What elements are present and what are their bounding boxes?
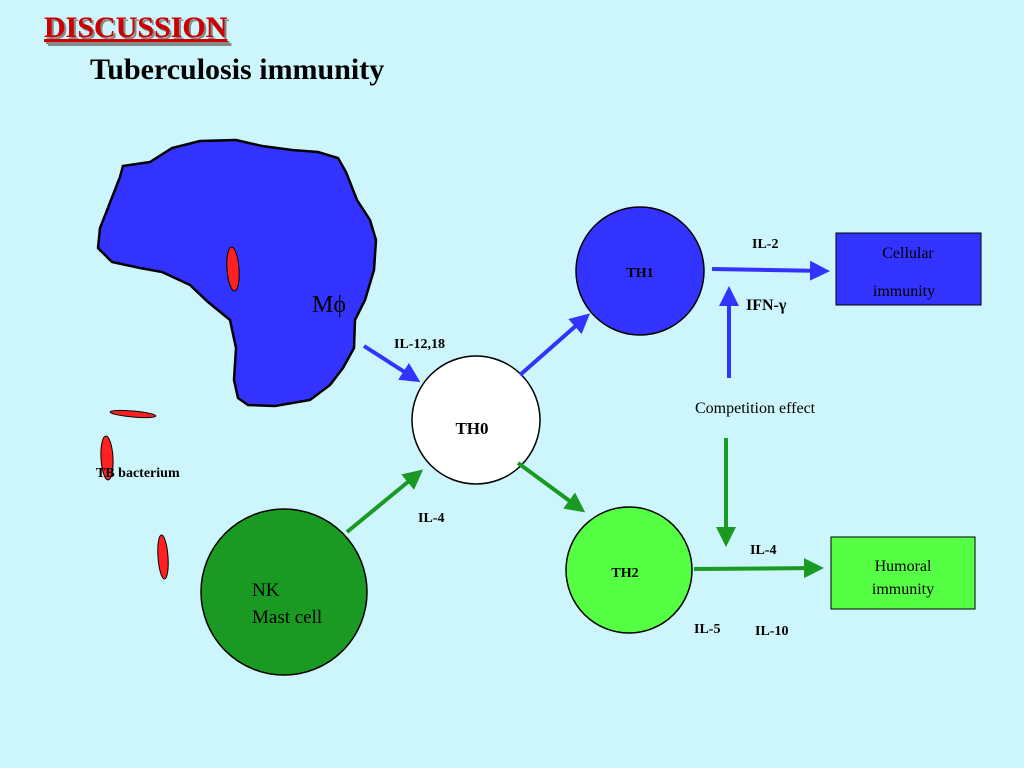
arrow-macrophage-to-th0 — [362, 344, 421, 383]
humoral-immunity-line1: Humoral — [875, 558, 932, 575]
th1-cell — [575, 206, 705, 336]
cellular-immunity-box — [835, 232, 982, 306]
cytokine-ifn-gamma: IFN-γ — [746, 297, 787, 314]
humoral-immunity-box — [830, 536, 976, 610]
tb-bacterium-1 — [226, 246, 240, 292]
section-title: DISCUSSION — [44, 11, 228, 44]
cytokine-il5: IL-5 — [694, 622, 720, 637]
cellular-immunity-line2: immunity — [873, 283, 935, 300]
th1-label: TH1 — [626, 266, 653, 281]
th2-label: TH2 — [611, 566, 638, 581]
arrow-th0-to-th2 — [516, 461, 586, 513]
arrow-th2-to-humoral — [693, 558, 824, 579]
arrow-th1-to-cellular — [711, 260, 830, 281]
arrow-th0-to-th1 — [518, 313, 591, 377]
tb-bacterium-2 — [109, 409, 157, 419]
th2-cell — [565, 506, 693, 634]
mast-cell-label: Mast cell — [252, 607, 322, 628]
cytokine-il2: IL-2 — [752, 237, 778, 252]
slide-title: Tuberculosis immunity — [90, 53, 384, 86]
cytokine-il4-th2: IL-4 — [750, 543, 776, 558]
cytokine-il12-18: IL-12,18 — [394, 337, 445, 352]
tb-bacterium-4 — [157, 534, 169, 580]
cellular-immunity-line1: Cellular — [882, 245, 934, 262]
tb-bacterium-label: TB bacterium — [96, 466, 180, 481]
humoral-immunity-line2: immunity — [872, 581, 934, 598]
arrow-nk-to-th0 — [345, 469, 424, 534]
nk-label: NK — [252, 580, 280, 601]
competition-effect-label: Competition effect — [695, 400, 816, 417]
tb-bacterium-3 — [100, 435, 114, 481]
cytokine-il4-nk: IL-4 — [418, 511, 444, 526]
th0-cell — [411, 355, 541, 485]
cytokine-il10: IL-10 — [755, 624, 788, 639]
nk-mast-cell — [200, 508, 368, 676]
th0-label: TH0 — [455, 419, 488, 438]
macrophage-label: Mϕ — [312, 292, 346, 318]
